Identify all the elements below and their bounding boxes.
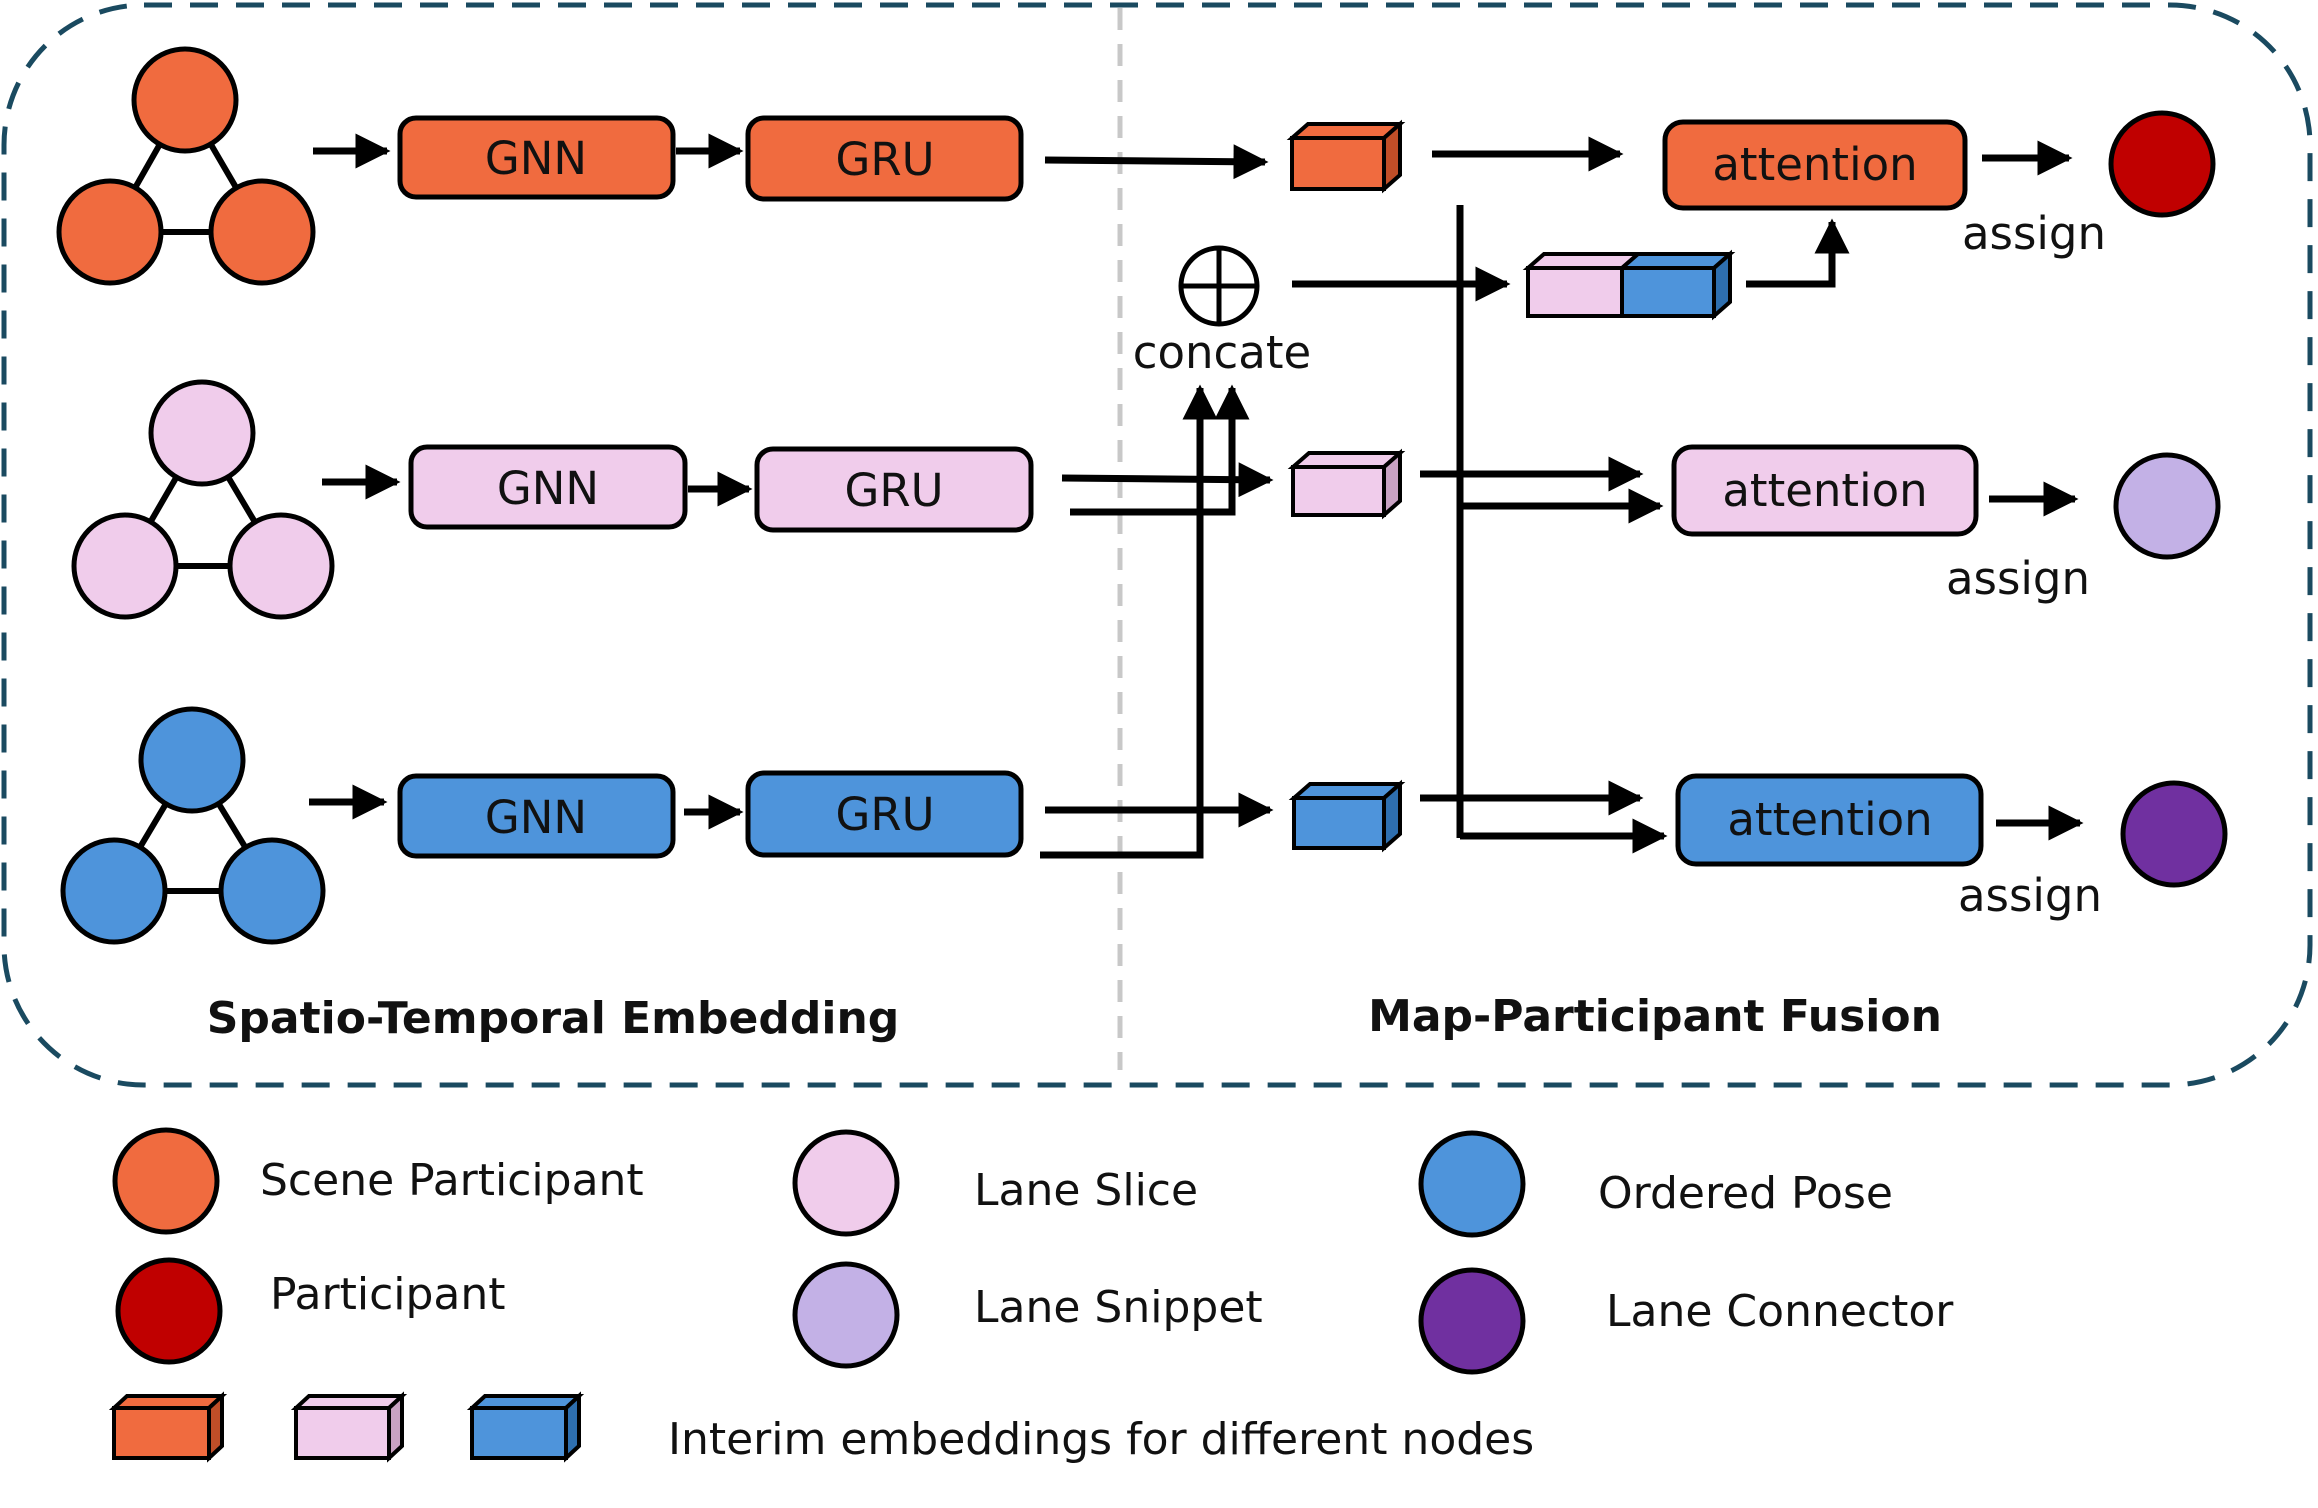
gnn-label: GNN — [485, 132, 587, 185]
graph-node — [218, 837, 326, 945]
gnn-block: GNN — [397, 773, 676, 859]
assign-label: assign — [1958, 869, 2102, 922]
legend: Scene Participant Participant Lane Slice… — [108, 1127, 1954, 1465]
legend-swatch-ordered-pose — [1418, 1130, 1526, 1238]
lane-connector-node — [2120, 780, 2228, 888]
graph-node — [60, 837, 168, 945]
participant-node — [2108, 110, 2216, 218]
legend-label-lane-snippet: Lane Snippet — [974, 1282, 1263, 1333]
gru-label: GRU — [835, 788, 934, 841]
legend-swatch-lane-snippet — [792, 1261, 900, 1369]
interim-embedding-pink — [1287, 448, 1406, 520]
legend-swatch-lane-slice — [792, 1129, 900, 1237]
ordered-pose-graph — [60, 706, 326, 945]
graph-node — [138, 706, 246, 814]
arrow — [1746, 218, 1850, 288]
dashed-container — [1, 2, 2313, 1088]
legend-label-interim: Interim embeddings for different nodes — [668, 1414, 1534, 1465]
gnn-block: GNN — [408, 444, 688, 530]
assign-label: assign — [1946, 552, 2090, 605]
legend-label-participant: Participant — [270, 1269, 506, 1320]
concat-label: concate — [1133, 326, 1311, 379]
legend-swatch-interim-pink — [290, 1391, 408, 1463]
gru-label: GRU — [844, 464, 943, 517]
lane-slice-graph — [71, 379, 335, 620]
graph-node — [71, 512, 179, 620]
arrow — [1040, 384, 1218, 859]
attention-block: attention — [1675, 773, 1984, 867]
graph-node — [227, 512, 335, 620]
attention-block: attention — [1671, 444, 1979, 537]
interim-embedding-blue — [1288, 779, 1406, 853]
gru-label: GRU — [835, 133, 934, 186]
attention-label: attention — [1712, 138, 1917, 191]
arrow — [1061, 462, 1274, 498]
legend-label-lane-connector: Lane Connector — [1606, 1286, 1954, 1337]
section-title-left: Spatio-Temporal Embedding — [207, 993, 900, 1044]
legend-label-scene-participant: Scene Participant — [260, 1155, 644, 1206]
gnn-block: GNN — [397, 115, 676, 200]
graph-node — [148, 379, 256, 487]
assign-label: assign — [1962, 207, 2106, 260]
section-title-right: Map-Participant Fusion — [1368, 991, 1942, 1042]
graph-node — [208, 178, 316, 286]
gru-block: GRU — [745, 115, 1024, 202]
legend-swatch-lane-connector — [1418, 1267, 1526, 1375]
legend-swatch-scene-participant — [112, 1127, 220, 1235]
gru-block: GRU — [745, 770, 1024, 858]
legend-label-ordered-pose: Ordered Pose — [1598, 1168, 1893, 1219]
legend-swatch-interim-orange — [108, 1391, 228, 1463]
gnn-label: GNN — [485, 791, 587, 844]
legend-label-lane-slice: Lane Slice — [974, 1165, 1198, 1216]
graph-node — [131, 46, 239, 154]
graph-node — [56, 178, 164, 286]
attention-label: attention — [1722, 464, 1927, 517]
gnn-label: GNN — [497, 462, 599, 515]
interim-embedding-orange — [1286, 119, 1406, 194]
arrow — [1070, 384, 1250, 516]
concatenated-embedding — [1522, 249, 1736, 321]
gru-block: GRU — [754, 446, 1034, 533]
attention-block: attention — [1662, 119, 1968, 211]
legend-swatch-participant — [115, 1257, 223, 1365]
legend-swatch-interim-blue — [466, 1391, 585, 1463]
arrow — [1044, 144, 1269, 180]
concat-operator-icon — [1178, 245, 1260, 327]
attention-label: attention — [1727, 793, 1932, 846]
lane-snippet-node — [2113, 452, 2221, 560]
scene-participant-graph — [56, 46, 316, 286]
